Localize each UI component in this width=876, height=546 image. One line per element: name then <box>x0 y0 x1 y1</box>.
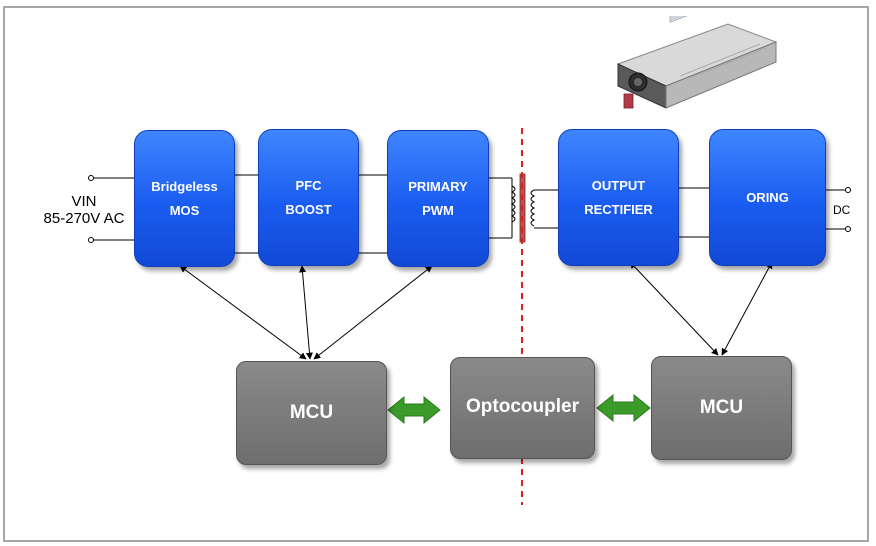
power-bus-lines <box>233 174 710 254</box>
power-supply-unit-icon <box>616 16 778 109</box>
bridgeless-mos-block: Bridgeless MOS <box>134 130 235 267</box>
bridgeless-line2: MOS <box>169 202 200 218</box>
output-terminals <box>824 187 851 232</box>
link-arrow-right <box>596 393 651 423</box>
rectifier-line2: RECTIFIER <box>584 201 653 217</box>
primary-pwm-block: PRIMARY PWM <box>387 130 489 267</box>
output-dc-label: DC <box>833 203 851 217</box>
output-rectifier-block: OUTPUT RECTIFIER <box>558 129 679 266</box>
oring-line1: ORING <box>746 189 789 205</box>
input-voltage-label: VIN 85-270V AC <box>36 193 132 227</box>
oring-block: ORING <box>709 129 826 266</box>
input-label-line1: VIN <box>71 193 97 210</box>
input-label-line2: 85-270V AC <box>43 210 125 227</box>
rectifier-line1: OUTPUT <box>591 177 646 193</box>
input-terminals <box>88 175 135 243</box>
primary-line1: PRIMARY <box>408 178 468 194</box>
pfc-boost-block: PFC BOOST <box>258 129 359 266</box>
mcu-right-block: MCU <box>651 356 792 460</box>
mcu-right-label: MCU <box>699 397 744 418</box>
optocoupler-block: Optocoupler <box>450 357 595 459</box>
bridgeless-line1: Bridgeless <box>151 178 218 194</box>
link-arrow-left <box>387 395 441 425</box>
optocoupler-label: Optocoupler <box>466 396 579 417</box>
primary-line2: PWM <box>422 202 454 218</box>
mcu-left-label: MCU <box>289 402 334 423</box>
pfc-line1: PFC <box>295 177 322 193</box>
pfc-line2: BOOST <box>285 201 332 217</box>
mcu-left-block: MCU <box>236 361 387 465</box>
control-arrows <box>179 261 773 360</box>
